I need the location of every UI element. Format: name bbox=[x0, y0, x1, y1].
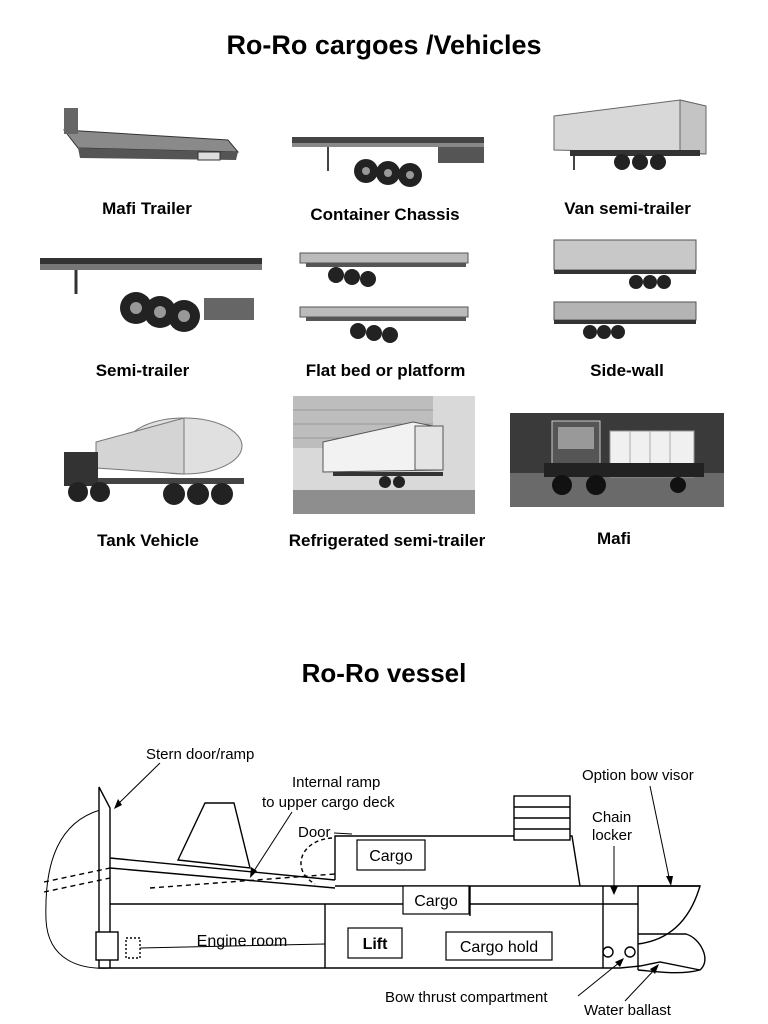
cargo-hold-label: Cargo hold bbox=[460, 939, 538, 956]
vehicle-caption: Van semi-trailer bbox=[564, 199, 691, 218]
chain-label-1: Chain bbox=[592, 809, 631, 826]
flat-bed-image bbox=[299, 252, 469, 343]
vehicle-caption: Flat bed or platform bbox=[305, 361, 466, 380]
bow-visor-label: Option bow visor bbox=[582, 767, 694, 784]
side-wall-image bbox=[553, 239, 697, 339]
vehicle-caption: Semi-trailer bbox=[95, 361, 190, 380]
mafi-image bbox=[510, 413, 724, 507]
container-chassis-image bbox=[292, 137, 484, 187]
vessel-title: Ro-Ro vessel bbox=[301, 658, 467, 688]
semi-trailer-image bbox=[40, 258, 262, 332]
vehicle-caption: Mafi Trailer bbox=[102, 199, 192, 218]
cargo-upper-label: Cargo bbox=[369, 848, 413, 865]
page-title: Ro-Ro cargoes /Vehicles bbox=[226, 30, 542, 60]
mafi-trailer-image bbox=[62, 108, 240, 161]
bow-thrust-label: Bow thrust compartment bbox=[385, 989, 548, 1006]
refrigerated-semi-trailer-image bbox=[293, 396, 475, 514]
cargo-mid-label: Cargo bbox=[414, 893, 458, 910]
vehicle-caption: Side-wall bbox=[590, 361, 664, 380]
van-semi-trailer-image bbox=[553, 99, 707, 170]
water-ballast-label: Water ballast bbox=[584, 1002, 672, 1019]
vehicle-caption: Tank Vehicle bbox=[97, 531, 199, 550]
chain-label-2: locker bbox=[592, 827, 632, 844]
engine-room-label: Engine room bbox=[197, 933, 288, 950]
stern-door-label: Stern door/ramp bbox=[146, 746, 254, 763]
roro-vessel-diagram: Cargo Cargo Lift Cargo hold Engine room … bbox=[43, 746, 706, 1019]
vehicle-caption: Container Chassis bbox=[310, 205, 460, 224]
lift-label: Lift bbox=[363, 936, 389, 953]
vehicle-caption: Refrigerated semi-trailer bbox=[288, 531, 486, 550]
door-label: Door bbox=[298, 824, 331, 841]
internal-ramp-label-2: to upper cargo deck bbox=[262, 794, 395, 811]
internal-ramp-label-1: Internal ramp bbox=[292, 774, 380, 791]
tank-vehicle-image bbox=[64, 417, 244, 505]
vehicle-caption: Mafi bbox=[597, 529, 631, 548]
